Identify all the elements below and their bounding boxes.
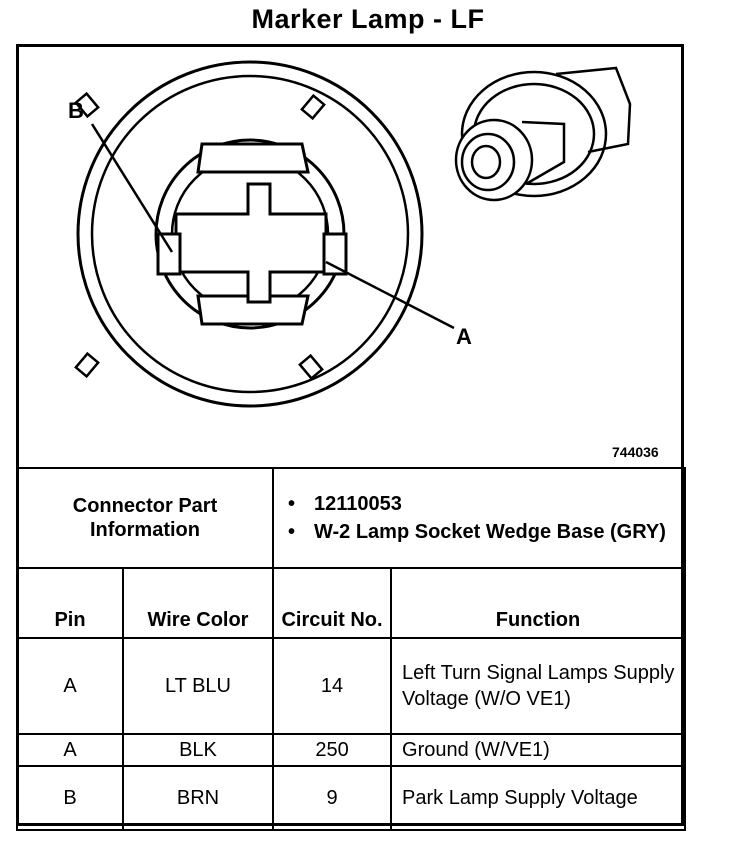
connector-face-view [74,60,632,408]
connector-description: W-2 Lamp Socket Wedge Base (GRY) [288,518,684,546]
row-function: Park Lamp Supply Voltage [390,765,687,831]
row-function: Ground (W/VE1) [390,733,687,767]
row-circuit: 9 [272,765,393,831]
header-pin: Pin [16,567,124,639]
row-pin: A [16,637,124,735]
outer-ring-inner [90,74,410,394]
header-function: Function [390,567,687,639]
terminal-slot [174,182,328,304]
connector-info-details: 12110053 W-2 Lamp Socket Wedge Base (GRY… [272,467,687,569]
callout-a-leader [325,260,455,330]
top-key [196,142,310,174]
row-function: Left Turn Signal Lamps Supply Voltage (W… [390,637,687,735]
connector-table: Connector Part Information 12110053 W-2 … [15,467,687,831]
header-wire-color: Wire Color [121,567,275,639]
table-row: B BRN 9 Park Lamp Supply Voltage [16,765,687,831]
callout-a-label: A [456,324,472,349]
row-circuit: 14 [272,637,393,735]
row-wire-color: BRN [121,765,275,831]
header-circuit: Circuit No. [272,567,393,639]
connector-info-label: Connector Part Information [15,467,275,569]
table-header-row: Pin Wire Color Circuit No. Function [16,567,687,639]
callout-b-leader [90,123,174,253]
row-wire-color: LT BLU [121,637,275,735]
connector-drawing [16,44,684,468]
outer-ring-outer [76,60,424,408]
row-circuit: 250 [272,733,393,767]
table-row: A BLK 250 Ground (W/VE1) [16,733,687,767]
connector-part-number: 12110053 [288,490,684,518]
lamp-socket-view [454,66,632,202]
bottom-key [196,294,310,326]
figure-number: 744036 [612,444,659,460]
connector-info-row: Connector Part Information 12110053 W-2 … [15,467,687,569]
table-row: A LT BLU 14 Left Turn Signal Lamps Suppl… [16,637,687,735]
row-pin: B [16,765,124,831]
row-pin: A [16,733,124,767]
row-wire-color: BLK [121,733,275,767]
diagram-title: Marker Lamp - LF [251,4,485,34]
pin-b-contact [156,232,182,276]
callout-b-label: B [68,98,84,123]
